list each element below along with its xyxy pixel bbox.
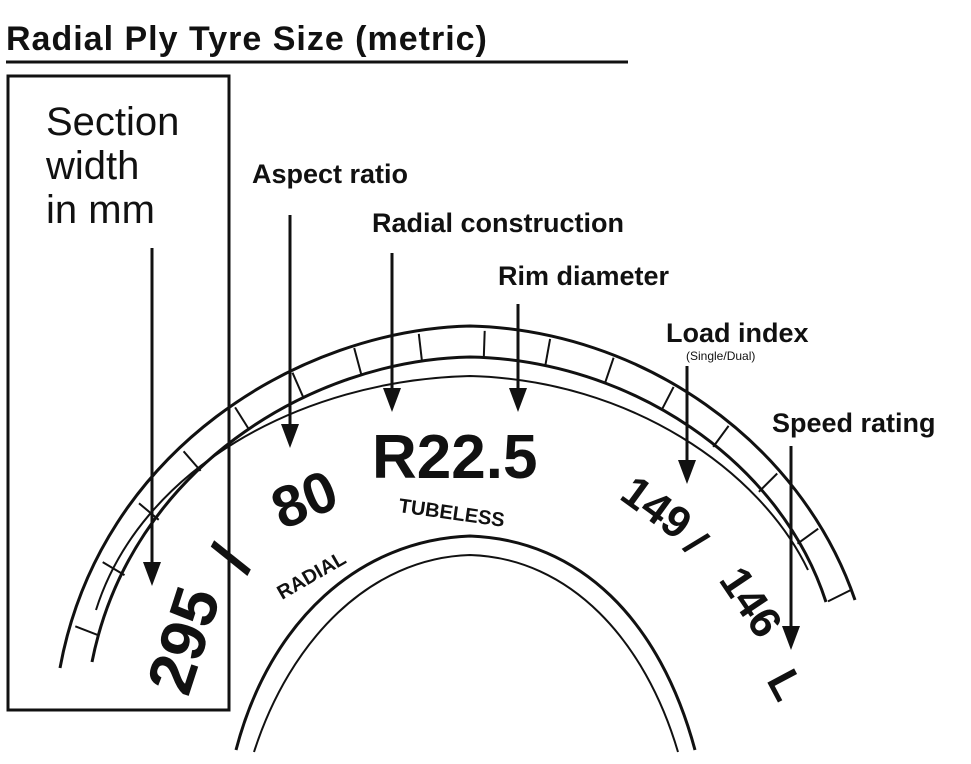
- tyre-width-marking: 295: [133, 579, 234, 703]
- section-width-label-line2: width: [45, 144, 139, 188]
- tread-blocks: [74, 330, 852, 637]
- tread-block: [604, 357, 615, 384]
- load-index-arrow: [678, 366, 696, 484]
- tread-block: [182, 450, 202, 472]
- aspect-ratio-label: Aspect ratio: [252, 159, 408, 189]
- tread-block: [353, 347, 363, 374]
- tread-block: [758, 472, 778, 493]
- tread-block: [417, 333, 423, 361]
- tyre-speed-marking: L: [757, 662, 813, 709]
- tread-block: [827, 589, 852, 603]
- tyre-load-dual-marking: 146: [710, 558, 792, 646]
- load-index-sublabel: (Single/Dual): [686, 349, 755, 363]
- speed-rating-label: Speed rating: [772, 408, 936, 438]
- section-width-arrow: [143, 248, 161, 586]
- rim: [234, 534, 697, 753]
- tread-block: [291, 372, 305, 398]
- diagram-title: Radial Ply Tyre Size (metric): [6, 20, 488, 58]
- tyre-slash-1: /: [197, 535, 266, 583]
- radial-construction-label: Radial construction: [372, 208, 624, 238]
- tyre-tread: [58, 324, 857, 669]
- speed-rating-arrow: [782, 446, 800, 650]
- tread-block: [796, 527, 819, 545]
- aspect-ratio-arrow: [281, 215, 299, 448]
- tyre-aspect-marking: 80: [263, 458, 347, 542]
- tread-block: [102, 561, 126, 576]
- tyre-tubeless-marking: TUBELESS: [397, 495, 506, 532]
- tread-block: [234, 406, 250, 431]
- pointer-arrows: [143, 215, 800, 650]
- tread-block: [138, 502, 160, 521]
- tread-block: [544, 338, 552, 366]
- section-width-label-line3: in mm: [46, 188, 155, 232]
- load-index-label: Load index: [666, 318, 809, 348]
- section-width-box: [6, 74, 231, 712]
- tread-block: [482, 330, 486, 358]
- tread-block: [660, 386, 675, 411]
- tyre-radial-marking: RADIAL: [274, 548, 350, 605]
- tread-block: [712, 425, 730, 448]
- rim-diameter-arrow: [509, 304, 527, 412]
- tread-block: [74, 625, 100, 637]
- radial-construction-arrow: [383, 253, 401, 412]
- section-width-label-line1: Section: [46, 100, 179, 144]
- tyre-rim-marking: R22.5: [372, 423, 537, 492]
- rim-diameter-label: Rim diameter: [498, 261, 670, 291]
